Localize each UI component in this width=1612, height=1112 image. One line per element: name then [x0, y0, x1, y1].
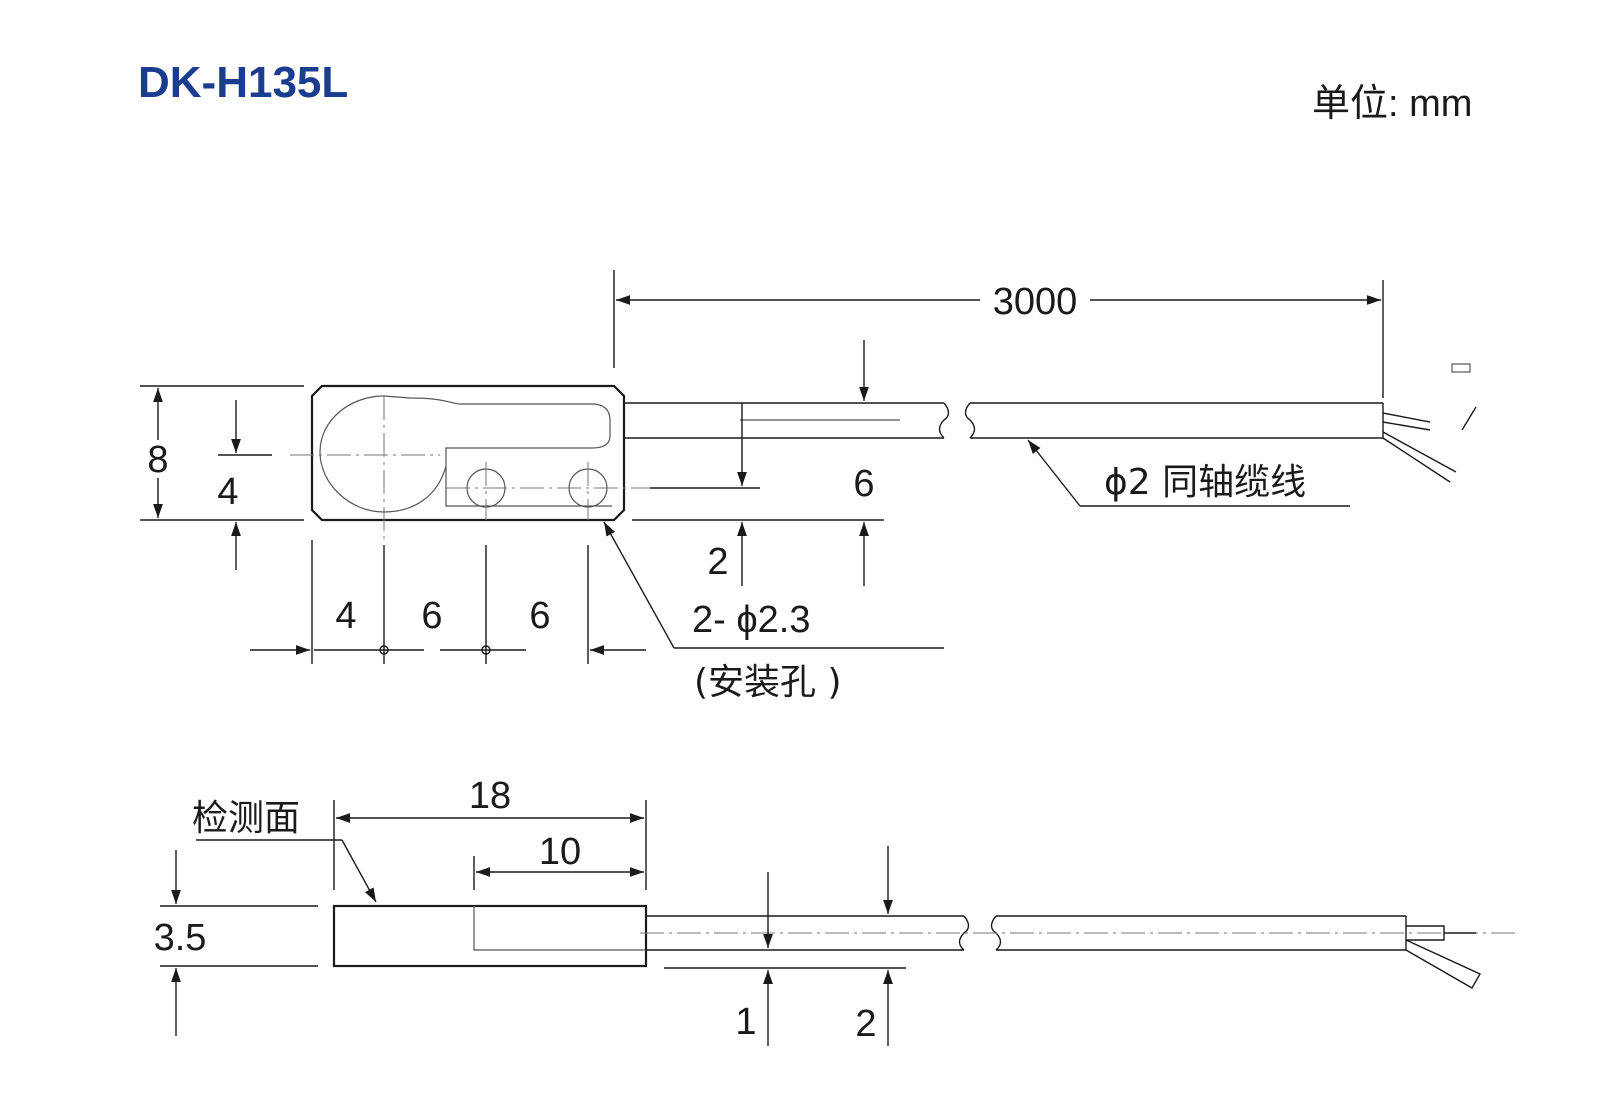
sensor-body-top [310, 384, 626, 522]
cable-top [624, 363, 1477, 483]
dim-body-length: 18 [469, 775, 511, 817]
page-title: DK-H135L [138, 58, 349, 107]
dim-cable-offset-2: 2 [855, 1003, 876, 1045]
side-view: 18 10 检测面 3.5 1 2 [154, 775, 1520, 1046]
cable-spec-label: ϕ2 同轴缆线 [1104, 462, 1306, 503]
hole-note-label: (安装孔 ) [694, 662, 842, 703]
sensor-body-side [332, 904, 648, 968]
dim-hole-offset: 2 [707, 541, 728, 583]
sensor-inner-outline [319, 395, 611, 513]
dim-pitch-2: 6 [421, 595, 442, 637]
dim-pitch-3: 6 [529, 595, 550, 637]
unit-label: 单位: mm [1312, 83, 1473, 125]
dim-mount-offset: 4 [217, 471, 238, 513]
hole-spec-label: 2- ϕ2.3 [692, 599, 810, 641]
dim-body-thickness: 3.5 [154, 917, 207, 959]
sensing-face-label: 检测面 [192, 798, 300, 839]
dim-cable-length: 3000 [993, 281, 1078, 323]
dim-cable-diameter: 6 [853, 463, 874, 505]
top-view: 3000 8 4 6 2 4 6 6 [140, 270, 1477, 703]
dim-cable-offset-1: 1 [735, 1001, 756, 1043]
cable-side [640, 915, 1520, 989]
dim-pitch-1: 4 [335, 595, 356, 637]
dim-body-height: 8 [147, 439, 168, 481]
dim-inner-length: 10 [539, 831, 581, 873]
